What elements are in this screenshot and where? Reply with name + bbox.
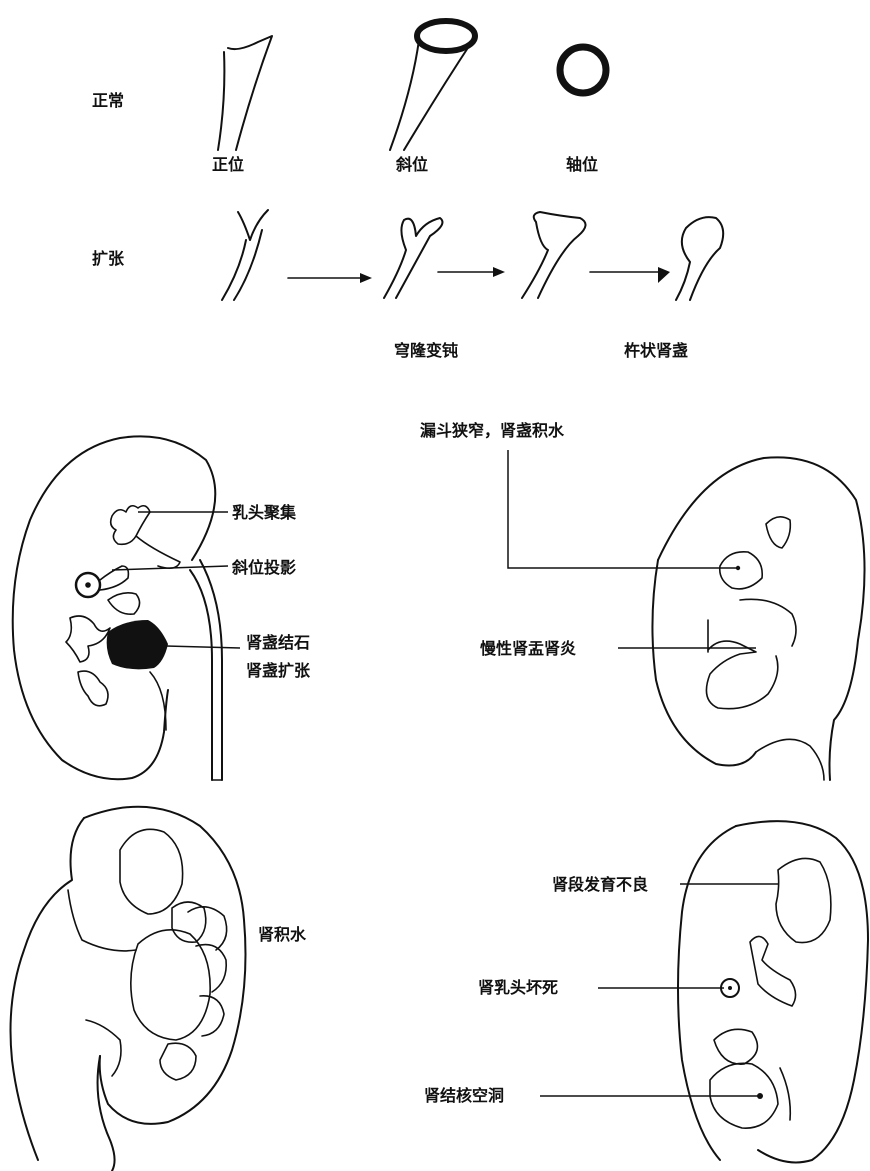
label-segmental-hypoplasia: 肾段发育不良 — [552, 875, 648, 894]
calyx-normal-oblique — [389, 18, 478, 151]
label-papillary-necrosis: 肾乳头坏死 — [478, 978, 558, 997]
label-calyceal-dilation: 肾盏扩张 — [246, 661, 311, 680]
label-hydronephrosis: 肾积水 — [258, 925, 307, 944]
kidney-lower-right — [677, 820, 869, 1164]
row-label-dilated: 扩张 — [92, 249, 125, 268]
view-label-axial: 轴位 — [566, 155, 598, 174]
leader-oblique-projection — [111, 565, 229, 571]
arrow-1 — [287, 273, 372, 283]
arrow-2 — [437, 267, 505, 277]
label-infundibular-stenosis: 漏斗狭窄，肾盏积水 — [420, 421, 565, 440]
label-blunted-fornix: 穹隆变钝 — [394, 341, 458, 360]
view-label-frontal: 正位 — [212, 155, 244, 174]
arrow-3 — [589, 267, 670, 283]
label-oblique-projection: 斜位投影 — [231, 558, 296, 577]
kidney-upper-right — [651, 456, 866, 781]
calyx-dilated-stage-1 — [221, 209, 269, 301]
view-label-oblique: 斜位 — [395, 155, 428, 174]
label-tuberculous-cavity: 肾结核空洞 — [424, 1086, 504, 1105]
calyx-normal-frontal — [217, 35, 273, 151]
calyx-dilated-stage-2 — [383, 217, 444, 299]
leader-infundibular-stenosis — [507, 450, 736, 569]
calyx-dilated-stage-3 — [521, 211, 587, 299]
leader-calyceal-stone — [165, 645, 241, 649]
row-label-normal: 正常 — [92, 91, 124, 110]
kidney-upper-left — [11, 435, 223, 781]
calyx-normal-axial — [556, 43, 610, 97]
calyx-dilated-stage-4 — [675, 216, 725, 301]
label-papilla-cluster: 乳头聚集 — [232, 503, 297, 522]
label-chronic-pyelonephritis: 慢性肾盂肾炎 — [480, 639, 576, 658]
label-calyceal-stone: 肾盏结石 — [246, 633, 310, 652]
calyceal-stone-mass — [106, 620, 168, 670]
label-clubbed-calyx: 杵状肾盏 — [624, 341, 688, 360]
kidney-lower-left — [9, 805, 247, 1171]
